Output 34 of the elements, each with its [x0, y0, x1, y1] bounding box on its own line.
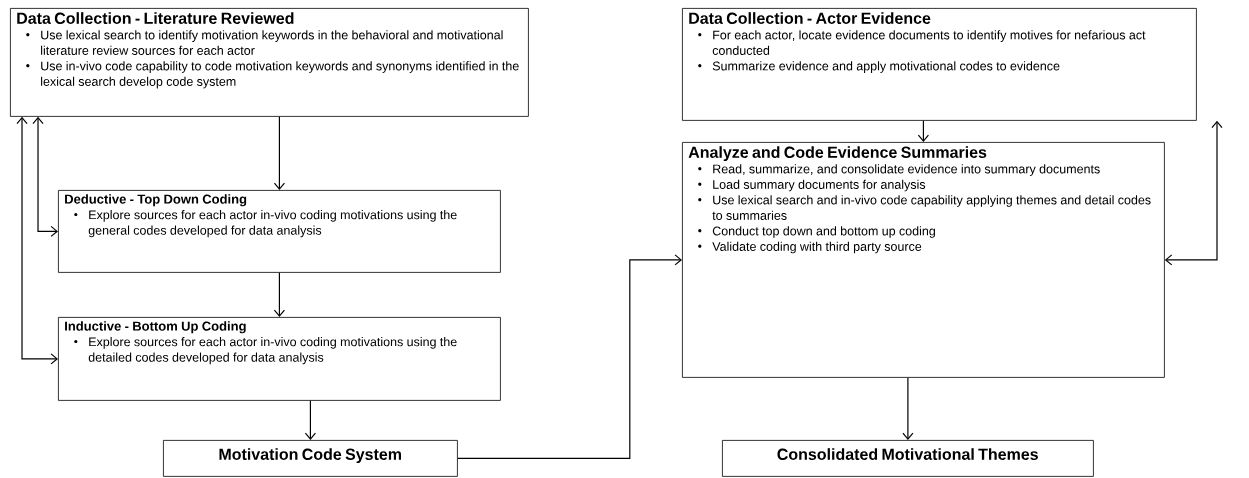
- box-heading: Analyze and Code Evidence Summaries: [688, 146, 987, 162]
- box-heading: Motivation Code System: [219, 448, 401, 464]
- bullet-item: Explore sources for each actor in-vivo coding motivations using the detailed codes developed for data analysis: [88, 337, 457, 365]
- bullet-item: Explore sources for each actor in-vivo coding motivations using the general codes developed for data analysis: [88, 210, 457, 238]
- process-box: [682, 8, 1197, 121]
- bullet-item: Use in-vivo code capability to code motivation keywords and synonyms identified in the lexical search develop code system: [41, 61, 519, 89]
- bullet-item: Conduct top down and bottom up coding: [712, 226, 935, 238]
- process-box: [58, 317, 501, 401]
- arrow: [917, 120, 929, 142]
- arrow: [902, 377, 914, 440]
- bullet-item: Read, summarize, and consolidate evidence into summary documents: [713, 164, 1100, 176]
- bullet-item: Use lexical search to identify motivation keywords in the behavioral and motivational literature review sources for each actor: [41, 30, 503, 55]
- bullet-item: Summarize evidence and apply motivational codes to evidence: [712, 61, 1060, 73]
- process-box: [10, 8, 529, 117]
- bullet-item: Validate coding with third party source: [712, 241, 922, 254]
- process-box: [58, 190, 501, 273]
- process-box: [682, 142, 1165, 378]
- bullet-item: For each actor, locate evidence documents to identify motives for nefarious act conducted: [712, 30, 1146, 55]
- process-box: [722, 440, 1094, 477]
- arrow: [304, 400, 316, 440]
- arrow: [273, 272, 285, 317]
- box-heading: Data Collection - Literature Reviewed: [17, 12, 294, 24]
- arrow: [457, 254, 682, 459]
- box-heading: Data Collection - Actor Evidence: [689, 12, 931, 24]
- box-heading: Consolidated Motivational Themes: [777, 448, 1038, 460]
- box-heading: Deductive - Top Down Coding: [65, 194, 247, 207]
- arrow: [1164, 120, 1223, 266]
- bullet-item: Load summary documents for analysis: [713, 179, 926, 192]
- bullet-item: Use lexical search and in-vivo code capability applying themes and detail codes to summaries: [712, 195, 1151, 220]
- arrow: [16, 116, 58, 365]
- box-heading: Inductive - Bottom Up Coding: [65, 321, 246, 334]
- arrow: [32, 116, 58, 237]
- process-box: [163, 440, 458, 477]
- arrow: [273, 116, 285, 190]
